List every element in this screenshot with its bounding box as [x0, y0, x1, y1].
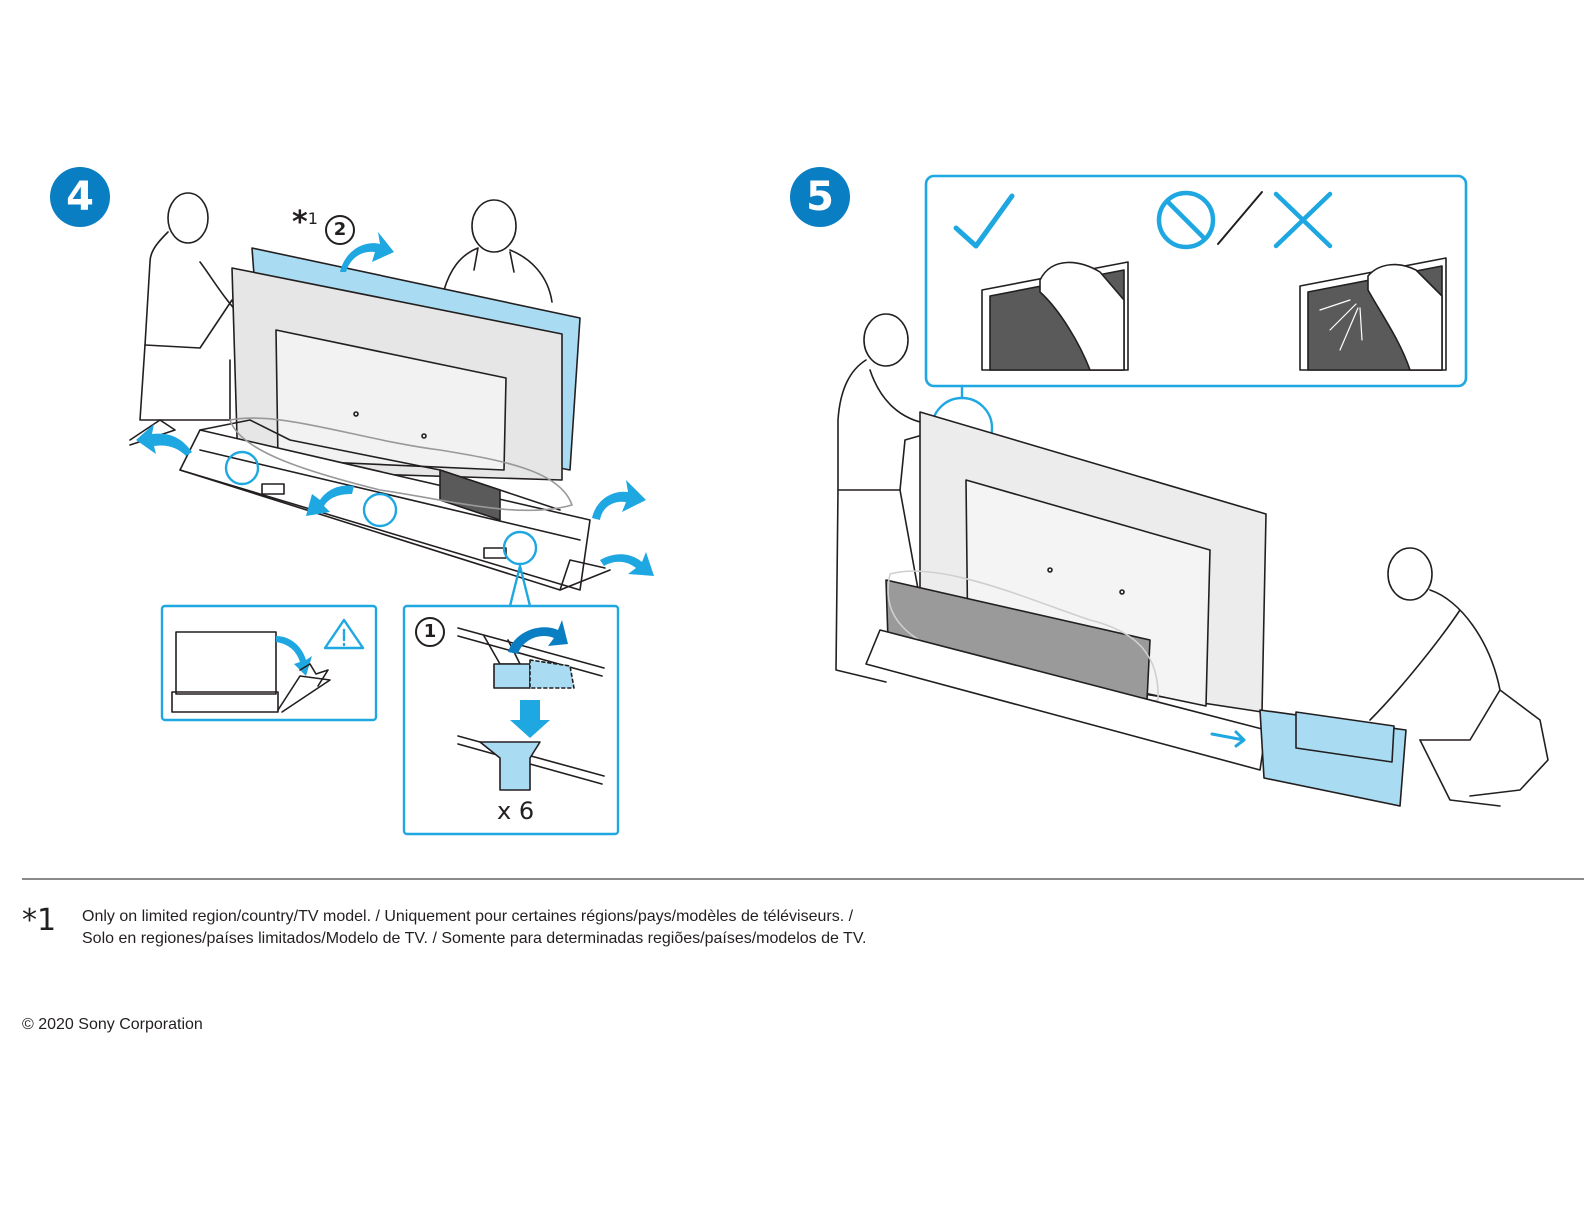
- callout-number-1: 1: [415, 617, 445, 647]
- person-left-figure: [140, 193, 240, 420]
- footnote-mark: *1: [22, 903, 56, 938]
- callout-number-2: 2: [325, 215, 355, 245]
- clip-count-label: x 6: [497, 797, 534, 825]
- clip-detail-panel: [404, 566, 618, 834]
- person-right-figure: [444, 200, 552, 302]
- footnote-text: Only on limited region/country/TV model.…: [82, 906, 872, 950]
- assembly-illustration: [0, 0, 1584, 880]
- copyright-notice: © 2020 Sony Corporation: [22, 1016, 203, 1034]
- step4-scene: [130, 193, 654, 834]
- footnote-reference: *1: [292, 205, 318, 240]
- warning-detail-panel: [162, 606, 376, 720]
- step5-badge: 5: [790, 167, 850, 227]
- footer-divider: [22, 878, 1584, 880]
- step5-scene: [836, 176, 1548, 806]
- handling-guide-panel: [926, 176, 1466, 386]
- step4-badge: 4: [50, 167, 110, 227]
